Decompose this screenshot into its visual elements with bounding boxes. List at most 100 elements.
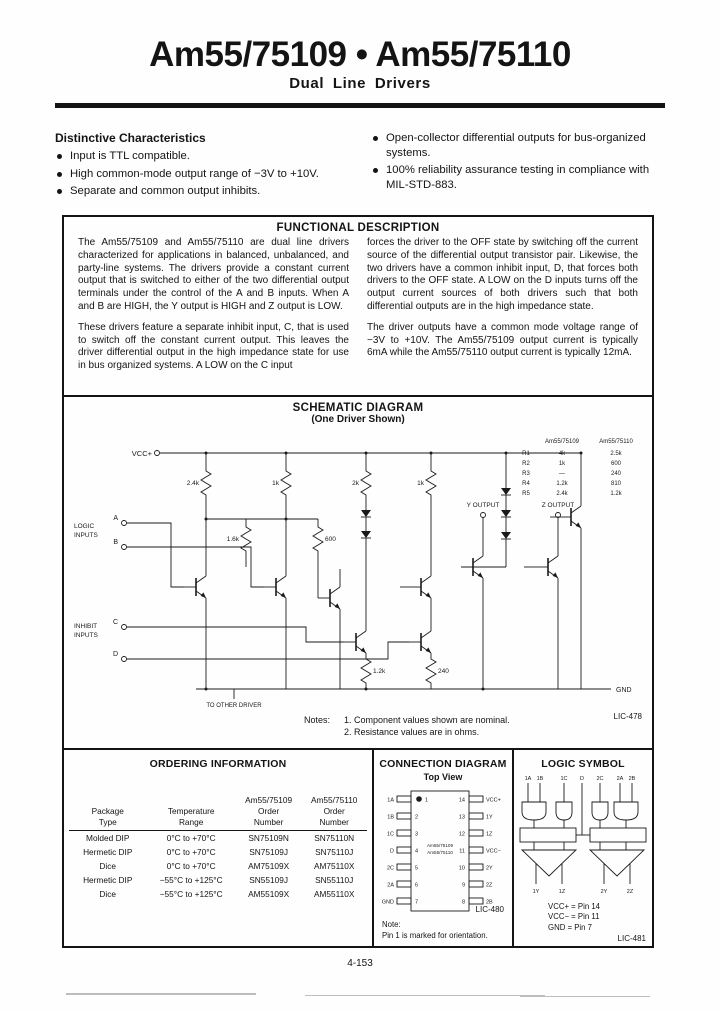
z-output-terminal	[555, 512, 561, 518]
input-a-terminal	[121, 520, 127, 526]
schematic-subtitle: (One Driver Shown)	[311, 414, 405, 425]
pin-number: 12	[459, 832, 465, 838]
table-row: Molded DIP 0°C to +70°C SN75109N SN75110…	[86, 832, 355, 843]
column-header: Am55/75110 Order Number	[301, 794, 367, 832]
table-cell: 1.2k	[610, 491, 622, 497]
schematic-box: SCHEMATIC DIAGRAM (One Driver Shown)	[62, 395, 654, 750]
logic-symbol-title: LOGIC SYMBOL	[541, 758, 625, 770]
vcc-minus-pin: VCC− = Pin 11	[548, 912, 600, 921]
driver-amp-icon	[588, 849, 646, 877]
table-row: Hermetic DIP −55°C to +125°C SN55109J SN…	[83, 874, 354, 885]
pin-label: 1Y	[486, 815, 493, 821]
input-d-label: D	[113, 651, 118, 658]
pin-label: 2B	[486, 900, 493, 906]
table-row: Hermetic DIP 0°C to +70°C SN75109J SN751…	[83, 846, 354, 857]
chip-part-number: Am55/75110	[427, 850, 453, 855]
note-label: Note:	[382, 920, 401, 929]
bottom-panels: ORDERING INFORMATION Package Type Temper…	[62, 748, 656, 948]
pin-label: VCC−	[486, 849, 501, 855]
scan-artifact	[520, 996, 650, 997]
bullet-text: Separate and common output inhibits.	[70, 185, 261, 197]
logic-inputs-label: LOGIC	[74, 523, 95, 530]
table-cell: R1	[522, 451, 530, 457]
functional-description-box: FUNCTIONAL DESCRIPTION The Am55/75109 an…	[62, 215, 654, 397]
input-c-label: C	[113, 619, 118, 626]
note-line: 2. Resistance values are in ohms.	[304, 726, 510, 738]
functional-right-column: forces the driver to the OFF state by sw…	[367, 237, 638, 381]
resistor-value-label: 1.6k	[227, 536, 240, 543]
resistor-value-label: 1k	[417, 480, 425, 487]
to-other-driver-label: TO OTHER DRIVER	[206, 703, 262, 709]
output-pin-label: 1Z	[559, 889, 566, 895]
page-title: Am55/75109 • Am55/75110	[149, 35, 571, 74]
supply-pin-assignments: VCC+ = Pin 14 VCC− = Pin 11 GND = Pin 7	[548, 902, 600, 934]
input-b-label: B	[113, 539, 118, 546]
page-subtitle: Dual Line Drivers	[289, 75, 431, 92]
driver-block	[519, 827, 577, 843]
bullet-item: Separate and common output inhibits.	[55, 184, 355, 199]
header: Am55/75109 • Am55/75110 Dual Line Driver…	[0, 35, 720, 93]
chip-part-number: Am55/75109	[427, 843, 453, 848]
schematic-notes: Notes:1. Component values shown are nomi…	[304, 714, 510, 738]
pin-number: 2	[415, 815, 418, 821]
table-cell: 2.4k	[556, 491, 568, 497]
input-b-terminal	[121, 544, 127, 550]
input-c-terminal	[121, 624, 127, 630]
vcc-terminal	[154, 450, 160, 456]
pin-number: 5	[415, 866, 418, 872]
figure-tag: LIC-480	[475, 905, 504, 914]
paragraph: The driver outputs have a common mode vo…	[367, 321, 638, 359]
schematic-drawing: VCC+ 2.4k 1k 1.6k 600 2k 1.2k	[74, 439, 633, 709]
bullet-text: Input is TTL compatible.	[70, 150, 190, 162]
page-number: 4-153	[347, 958, 373, 969]
pin-number: 1	[425, 798, 428, 804]
bullet-item: High common-mode output range of −3V to …	[55, 167, 355, 182]
paragraph: These drivers feature a separate inhibit…	[78, 321, 349, 372]
pin-label: 1C	[387, 832, 394, 838]
pin-label: 1Z	[486, 832, 493, 838]
table-cell: R2	[522, 461, 530, 467]
bullet-item: Input is TTL compatible.	[55, 149, 355, 164]
pin-label: 1A	[387, 798, 394, 804]
output-pin-label: 2Z	[627, 889, 634, 895]
pin-number: 8	[462, 900, 465, 906]
bullet-icon	[57, 189, 62, 194]
input-pin-label: D	[580, 776, 584, 782]
driver-block	[589, 827, 647, 843]
figure-tag: LIC-481	[617, 934, 646, 943]
ordering-table: Package Type Temperature Range Am55/7510…	[69, 794, 367, 901]
pin-label: 1B	[387, 815, 394, 821]
table-col-header: Am55/75109	[545, 439, 580, 445]
note-text: 2. Resistance values are in ohms.	[344, 727, 480, 737]
notes-label: Notes:	[304, 715, 331, 725]
note-text: Pin 1 is marked for orientation.	[382, 930, 488, 940]
table-cell: 240	[611, 471, 622, 477]
table-cell: 600	[611, 461, 622, 467]
input-pin-label: 2C	[596, 776, 603, 782]
input-pin-label: 1C	[560, 776, 567, 782]
connection-title: CONNECTION DIAGRAM	[379, 758, 507, 770]
bullet-item: Open-collector differential outputs for …	[371, 131, 671, 160]
bullet-text: High common-mode output range of −3V to …	[70, 167, 319, 180]
pin-label: 2A	[387, 883, 394, 889]
ordering-title: ORDERING INFORMATION	[149, 758, 287, 770]
and-gate-icon	[591, 801, 609, 821]
bullet-icon	[373, 136, 378, 141]
table-cell: 1k	[559, 461, 566, 467]
vcc-label: VCC+	[132, 449, 153, 458]
table-cell: R3	[522, 471, 530, 477]
input-pin-label: 2A	[617, 776, 624, 782]
scan-artifact	[305, 995, 545, 996]
column-header: Am55/75109 Order Number	[235, 794, 302, 832]
output-pin-label: 2Y	[601, 889, 608, 895]
pin1-marker-icon	[416, 796, 422, 802]
pin-label: 2Y	[486, 866, 493, 872]
characteristics-section: Distinctive Characteristics Input is TTL…	[55, 131, 671, 202]
resistor-value-label: 240	[438, 668, 449, 675]
characteristics-right-column: Open-collector differential outputs for …	[371, 131, 671, 202]
bullet-text: Open-collector differential outputs for …	[386, 132, 646, 159]
logic-inputs-label: INPUTS	[74, 532, 99, 539]
functional-description-body: The Am55/75109 and Am55/75110 are dual l…	[64, 234, 652, 381]
and-gate-icon	[555, 801, 573, 821]
